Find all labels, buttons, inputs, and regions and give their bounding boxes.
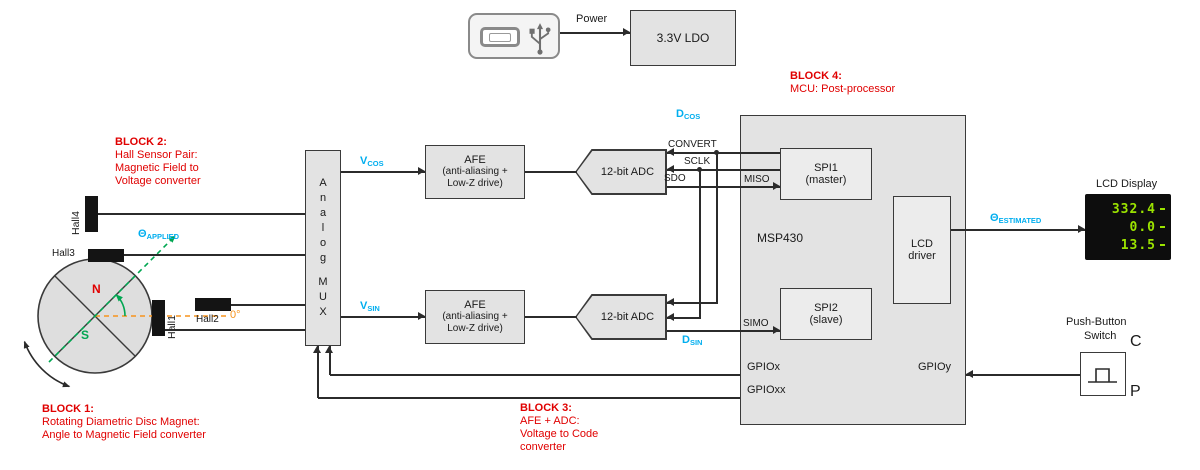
magnet-north-label: N (92, 282, 101, 296)
power-label: Power (576, 13, 608, 25)
block3-annotation: BLOCK 3: AFE + ADC: Voltage to Code conv… (520, 402, 599, 453)
lcd-display-title: LCD Display (1096, 178, 1158, 190)
theta-applied-label: ΘAPPLIED (138, 228, 180, 241)
sdo-miso-wire (667, 186, 780, 188)
stray-letter-c: C (1130, 333, 1142, 350)
lcd-annunciator-icon (1160, 244, 1165, 246)
stray-letter-p: P (1130, 383, 1141, 400)
dsin-label: DSIN (682, 334, 703, 347)
arrowhead (773, 326, 780, 334)
vcos-wire (341, 171, 425, 173)
sdo-label: SDO (664, 173, 686, 184)
spi2-block: SPI2 (slave) (780, 288, 872, 340)
power-wire (560, 32, 630, 34)
spi1-block: SPI1 (master) (780, 148, 872, 200)
block2-annotation: BLOCK 2: Hall Sensor Pair: Magnetic Fiel… (115, 136, 201, 187)
block4-annotation: BLOCK 4: MCU: Post-processor (790, 70, 896, 95)
lcd-row: 332.4 (1091, 201, 1165, 218)
gpiox-wire (330, 374, 740, 376)
vsin-label: VSIN (360, 300, 380, 313)
arrowhead (623, 28, 630, 36)
sclk-wire (667, 169, 780, 171)
hall2-wire (231, 304, 305, 306)
arrowhead (325, 346, 333, 353)
push-button-icon (1088, 368, 1117, 383)
gpioy-wire (966, 374, 1080, 376)
afe-cos-to-adc-wire (525, 171, 577, 173)
arrowhead (667, 165, 674, 173)
arrowhead (773, 182, 780, 190)
arrowhead (418, 167, 425, 175)
junction-dot (697, 167, 702, 172)
msp430-label: MSP430 (757, 231, 804, 245)
hall2-sensor (195, 298, 231, 311)
usb-trident-icon (529, 23, 551, 55)
lcd-annunciator-icon (1160, 208, 1165, 210)
lcd-driver-block: LCD driver (893, 196, 951, 304)
afe-cos-block: AFE (anti-aliasing + Low-Z drive) (425, 145, 525, 199)
arrowhead (418, 312, 425, 320)
sclk-label: SCLK (684, 156, 711, 167)
gpioxx-wire (318, 397, 740, 399)
lcd-display: 332.4 0.0 13.5 (1085, 194, 1171, 260)
convert-label: CONVERT (668, 139, 717, 150)
gpiox-label: GPIOx (747, 361, 781, 373)
usb-icon (468, 13, 560, 59)
zero-degree-label: 0° (230, 309, 241, 321)
afe-sin-block: AFE (anti-aliasing + Low-Z drive) (425, 290, 525, 344)
dcos-label: DCOS (676, 108, 701, 121)
hall4-wire (98, 213, 305, 215)
hall3-sensor (88, 249, 124, 262)
arrowhead (667, 298, 674, 306)
junction-dot (714, 150, 719, 155)
gpioxx-label: GPIOxx (747, 384, 786, 396)
gpioxx-wire-vertical (317, 346, 319, 398)
sclk-branch-vertical (699, 169, 701, 319)
lcd-annunciator-icon (1160, 226, 1165, 228)
convert-branch-vertical (716, 152, 718, 304)
push-button-switch (1080, 352, 1126, 396)
sclk-branch-wire (667, 317, 700, 319)
usb-plug-icon (480, 27, 520, 47)
hall4-sensor (85, 196, 98, 232)
gpiox-wire-vertical (329, 346, 331, 375)
vcos-label: VCOS (360, 155, 384, 168)
arrowhead (966, 370, 973, 378)
simo-label: SIMO (743, 318, 769, 329)
hall3-wire (124, 254, 305, 256)
analog-mux-block: A n a l o g M U X (305, 150, 341, 346)
hall1-sensor (152, 300, 165, 336)
push-button-label-1: Push-Button (1066, 316, 1127, 328)
convert-wire (667, 152, 780, 154)
convert-branch-wire (667, 302, 717, 304)
angle-arc-icon (115, 294, 126, 317)
arrowhead (313, 346, 321, 353)
hall4-label: Hall4 (70, 211, 82, 235)
miso-label: MISO (744, 174, 770, 185)
arrowhead (1078, 225, 1085, 233)
lcd-row: 0.0 (1091, 219, 1165, 236)
push-button-label-2: Switch (1084, 330, 1117, 342)
vsin-wire (341, 316, 425, 318)
afe-sin-to-adc-wire (525, 316, 577, 318)
adc-sin-block: 12-bit ADC (575, 294, 667, 340)
gpioy-label: GPIOy (918, 361, 952, 373)
theta-estimated-wire (951, 229, 1085, 231)
arrowhead (667, 313, 674, 321)
adc-cos-block: 12-bit ADC (575, 149, 667, 195)
theta-estimated-label: ΘESTIMATED (990, 212, 1042, 225)
dsin-simo-wire (667, 330, 780, 332)
hall1-label: Hall1 (166, 315, 178, 339)
magnet-south-label: S (81, 328, 90, 342)
hall1-wire (165, 329, 305, 331)
rotation-arrow-icon (23, 340, 71, 388)
ldo-block: 3.3V LDO (630, 10, 736, 66)
lcd-row: 13.5 (1091, 237, 1165, 254)
hall2-label: Hall2 (196, 314, 219, 325)
block1-annotation: BLOCK 1: Rotating Diametric Disc Magnet:… (42, 403, 206, 441)
hall3-label: Hall3 (52, 248, 75, 259)
arrowhead (667, 148, 674, 156)
